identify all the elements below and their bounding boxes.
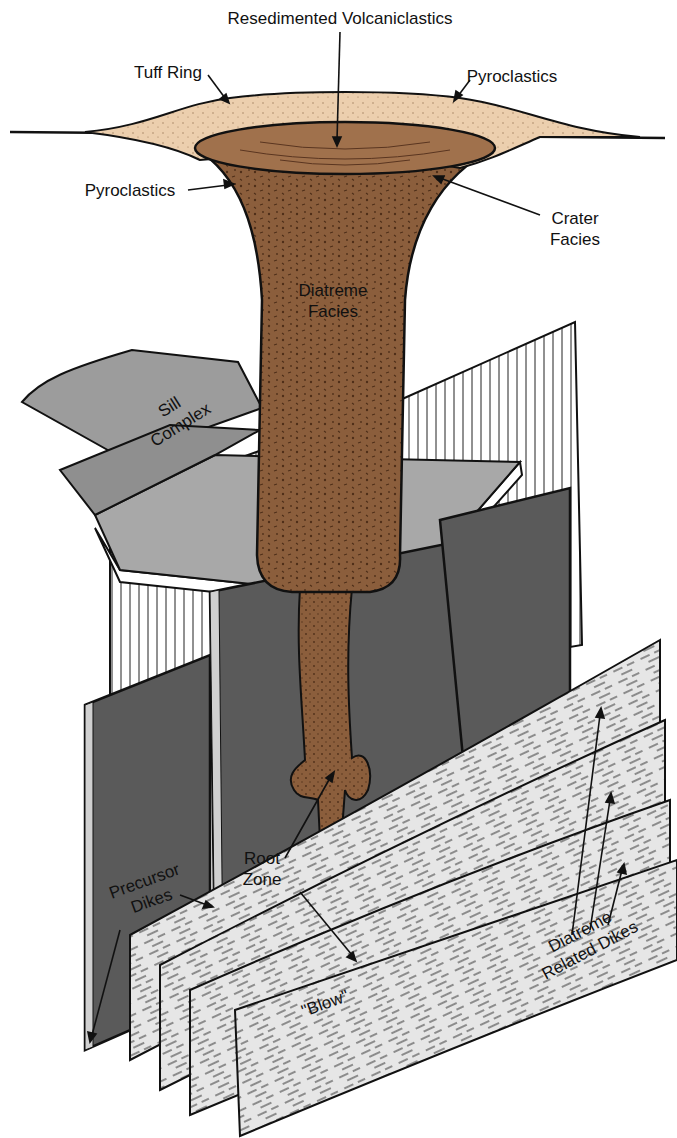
part-label: Root Zone: [235, 848, 290, 890]
diatreme-funnel: [195, 148, 495, 592]
part-label: Diatreme Facies: [283, 280, 383, 322]
part-label: Resedimented Volcaniclastics: [180, 8, 500, 29]
part-label: Crater Facies: [535, 208, 615, 250]
crater-surface: [195, 122, 495, 174]
dike-edge: [85, 702, 93, 1050]
part-label: Pyroclastics: [70, 180, 190, 201]
part-label: Tuff Ring: [118, 62, 218, 83]
part-label: Pyroclastics: [457, 66, 567, 87]
diatreme-dike: [235, 860, 677, 1136]
crater-bedding: [240, 142, 450, 165]
